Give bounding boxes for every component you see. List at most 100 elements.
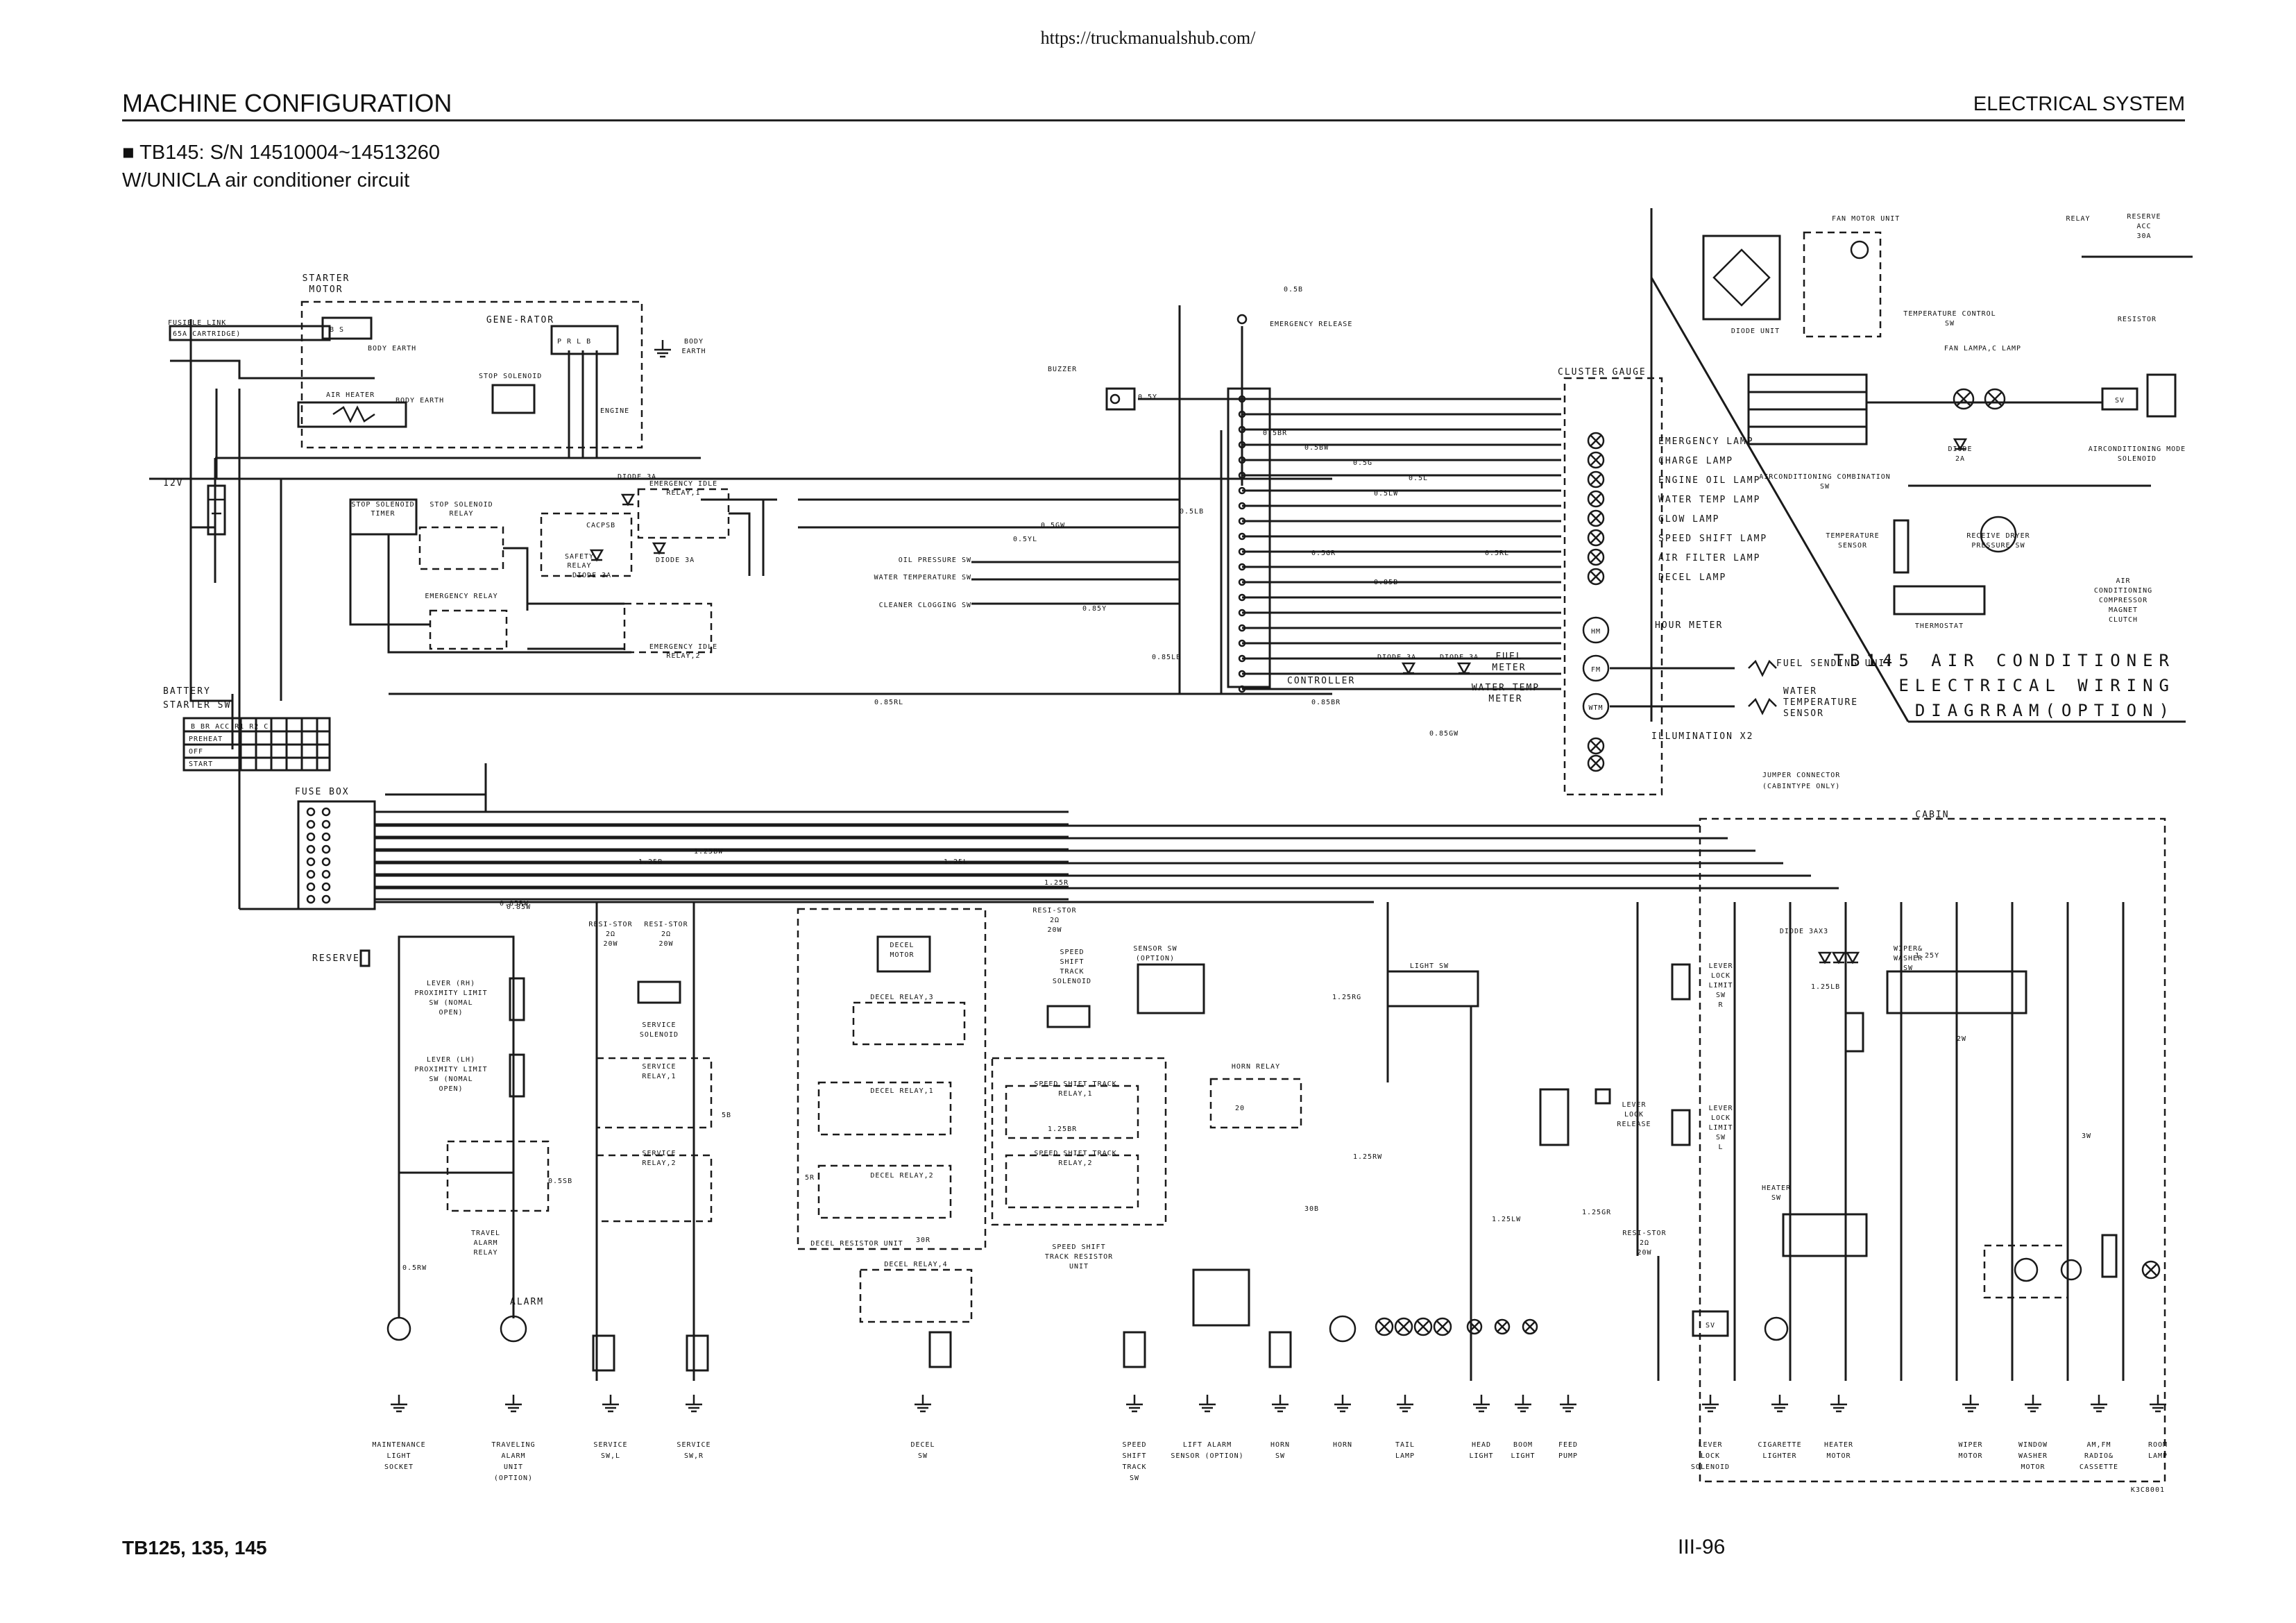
wire-code-label: 1.25RW xyxy=(1353,1153,1382,1161)
ac-label: AIRCONDITIONING MODE xyxy=(2089,445,2186,453)
lamp-icon xyxy=(1466,1318,1483,1335)
controller-pin xyxy=(1238,532,1246,541)
resistor-label-3: 2Ω xyxy=(1050,917,1060,924)
fuse-terminal xyxy=(321,869,331,879)
body-earth-label: EARTH xyxy=(681,348,706,355)
speed-shift-sw-box xyxy=(1123,1331,1146,1368)
lever-lh-label: PROXIMITY LIMIT xyxy=(414,1066,487,1073)
wiper-motor-icon xyxy=(2014,1257,2039,1282)
diode-3ax3-label: DIODE 3AX3 xyxy=(1780,928,1828,935)
source-url[interactable]: https://truckmanualshub.com/ xyxy=(1040,28,1256,48)
controller-pin xyxy=(1238,624,1246,632)
travel-alarm-relay-label: TRAVEL xyxy=(471,1230,500,1237)
wire-code-label: 1.25BR xyxy=(1048,1125,1077,1133)
wire xyxy=(1590,493,1602,505)
fuel-sending-unit-label: FUEL SENDING UNIT xyxy=(1776,658,1892,669)
lever-lock-solenoid-sv xyxy=(1692,1310,1729,1337)
wire-code-label: 0.5G xyxy=(1353,459,1372,467)
washer-motor-icon xyxy=(2060,1259,2082,1281)
diode-label-d: DIODE 3A xyxy=(1377,654,1416,661)
bottom-component-label: CASSETTE xyxy=(2080,1463,2118,1471)
wire-code-label: 1.25LB xyxy=(1811,983,1840,991)
generator-terminals-label: P R L B xyxy=(557,338,591,346)
bottom-component-label: SW,R xyxy=(684,1452,704,1460)
generator-label: GENE-RATOR xyxy=(486,315,554,325)
ac-label: SOLENOID xyxy=(2118,455,2157,463)
lamp-icon xyxy=(1522,1318,1538,1335)
ac-label: FAN LAMP xyxy=(1944,345,1983,352)
controller-pin xyxy=(1238,441,1246,449)
bottom-component-label: HORN xyxy=(1270,1441,1290,1449)
wire-code-label: 1.25LW xyxy=(1492,1216,1521,1223)
lever-lh-sw xyxy=(509,1053,525,1098)
lamp-icon xyxy=(1587,451,1605,469)
bottom-component-label: SW xyxy=(1130,1475,1139,1482)
bottom-component-label: SERVICE xyxy=(593,1441,627,1449)
wire xyxy=(1590,473,1602,486)
lever-lock-limit-l-label: L xyxy=(1718,1144,1723,1151)
ac-label: DIODE UNIT xyxy=(1731,328,1780,335)
starter-sw-row: PREHEAT xyxy=(189,736,223,743)
diode-label-e: DIODE 3A xyxy=(1440,654,1479,661)
bottom-component-label: SOLENOID xyxy=(1691,1463,1730,1471)
resistor-label-3: 20W xyxy=(1047,926,1062,934)
component-outlines xyxy=(169,208,2186,1372)
ac-diagram-title: DIAGRRAM(OPTION) xyxy=(1915,701,2175,720)
dashed-enclosures xyxy=(300,231,2166,1483)
bottom-component-label: MAINTENANCE xyxy=(372,1441,425,1449)
wire xyxy=(349,534,430,626)
relay-box xyxy=(446,1140,550,1212)
wire-code-label: 2W xyxy=(1957,1035,1966,1043)
circuit-description: W/UNICLA air conditioner circuit xyxy=(122,169,410,192)
ac-diagram-title: ELECTRICAL WIRING xyxy=(1898,676,2175,695)
wire-code-label: 0.5RL xyxy=(1485,550,1509,557)
heater-sw-label: HEATER xyxy=(1762,1184,1791,1192)
wire-code-label: 0.85RL xyxy=(874,699,903,706)
resistor-label-4: RESI-STOR xyxy=(1622,1230,1666,1237)
water-temp-meter-label: METER xyxy=(1488,694,1522,704)
wire-code-label: 0.5YL xyxy=(1013,536,1037,543)
emergency-idle-relay-2-label: EMERGENCY IDLE xyxy=(649,643,717,651)
fusible-link-label: (65A CARTRIDGE) xyxy=(168,330,241,338)
relay-box xyxy=(418,526,504,570)
hour-meter-label: HOUR METER xyxy=(1655,620,1723,631)
controller-pin xyxy=(1238,410,1246,418)
bottom-component-label: SW,L xyxy=(601,1452,620,1460)
decel-sw-box xyxy=(928,1331,952,1368)
speed-shift-relay-1-label: SPEED SHIFT TRACK xyxy=(1034,1080,1116,1088)
service-relay-1-label: RELAY,1 xyxy=(642,1073,676,1080)
lamp-icon xyxy=(1587,509,1605,527)
buzzer-icon xyxy=(1109,393,1121,405)
relay-box xyxy=(852,1001,966,1046)
cluster-gauge-enclosure xyxy=(1563,377,1663,796)
service-solenoid-box xyxy=(637,980,681,1004)
controller-pin xyxy=(1238,670,1246,678)
bridge-rectifier-icon xyxy=(1712,248,1771,307)
lever-lock-limit-r-label: R xyxy=(1718,1001,1723,1009)
speed-shift-solenoid-sv xyxy=(1046,1005,1091,1028)
lamp-icon xyxy=(1587,432,1605,450)
lamp-icon xyxy=(1587,529,1605,547)
bottom-component-label: LOCK xyxy=(1701,1452,1720,1460)
service-relay-2-label: RELAY,2 xyxy=(642,1159,676,1167)
bottom-component-label: SPEED xyxy=(1122,1441,1146,1449)
ac-label: TEMPERATURE xyxy=(1826,532,1879,540)
controller-box xyxy=(1227,387,1271,688)
lever-rh-label: OPEN) xyxy=(439,1009,463,1017)
bottom-component-label: ROOM xyxy=(2148,1441,2168,1449)
meter-gauge xyxy=(1582,692,1610,720)
reserve-label: RESERVE xyxy=(312,953,360,964)
warning-lamp-label: EMERGENCY LAMP xyxy=(1658,436,1754,447)
wire xyxy=(1436,1320,1449,1334)
heater-sw-label: SW xyxy=(1771,1194,1781,1202)
emergency-idle-relay-1-label: EMERGENCY IDLE xyxy=(649,480,717,488)
bottom-component-label: HORN xyxy=(1333,1441,1352,1449)
wire-code-label: 0.5B xyxy=(1284,286,1303,294)
wire-code-label: 0.85BR xyxy=(1311,699,1341,706)
ac-label: DIODE xyxy=(1948,445,1972,453)
ac-label: TEMPERATURE CONTROL xyxy=(1903,310,1996,318)
lever-lock-limit-l-label: LEVER xyxy=(1708,1105,1733,1112)
wire-code-label: 0.5RW xyxy=(402,1264,427,1272)
decel-relay-4-label: DECEL RELAY,4 xyxy=(884,1261,947,1268)
